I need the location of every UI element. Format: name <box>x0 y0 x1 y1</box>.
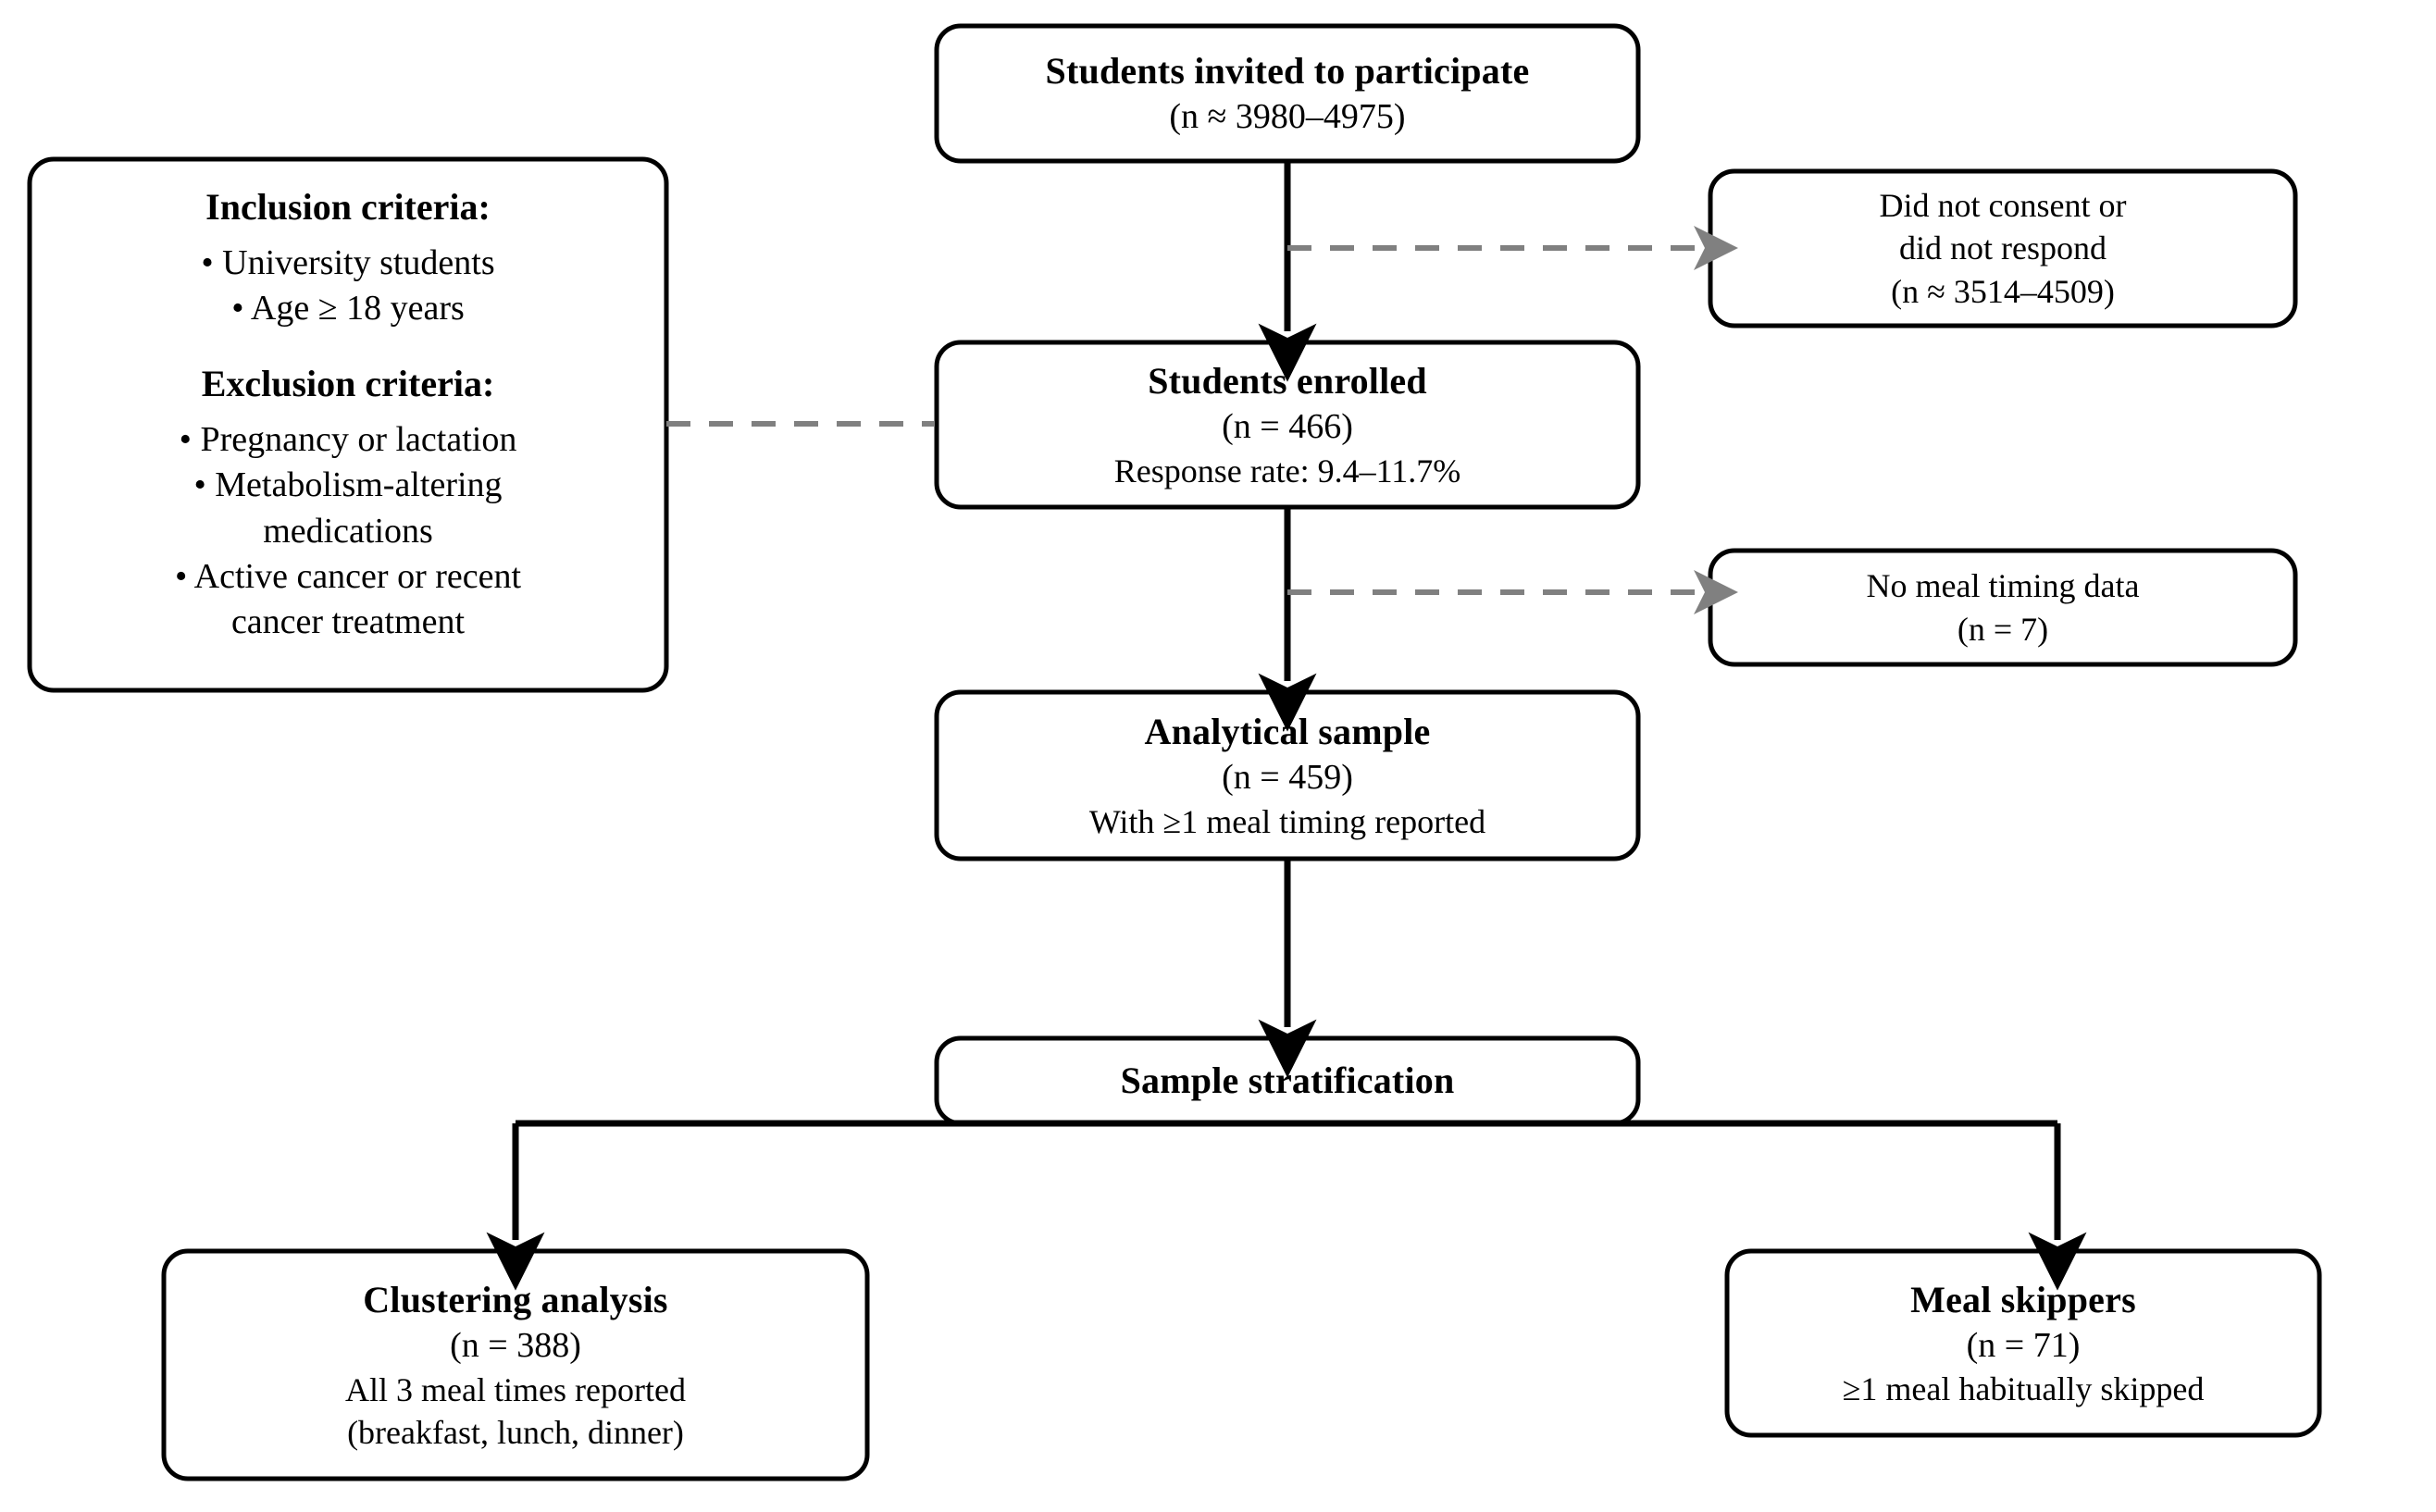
box-analytical-sample <box>934 689 1641 861</box>
box-students-enrolled <box>934 340 1641 510</box>
box-did-not-consent <box>1708 168 2298 328</box>
box-no-meal-timing-data <box>1708 548 2298 667</box>
box-criteria-panel <box>27 156 669 693</box>
box-meal-skippers <box>1724 1248 2322 1438</box>
box-clustering-analysis <box>161 1248 870 1481</box>
box-sample-stratification <box>934 1035 1641 1126</box>
box-students-invited <box>934 23 1641 164</box>
